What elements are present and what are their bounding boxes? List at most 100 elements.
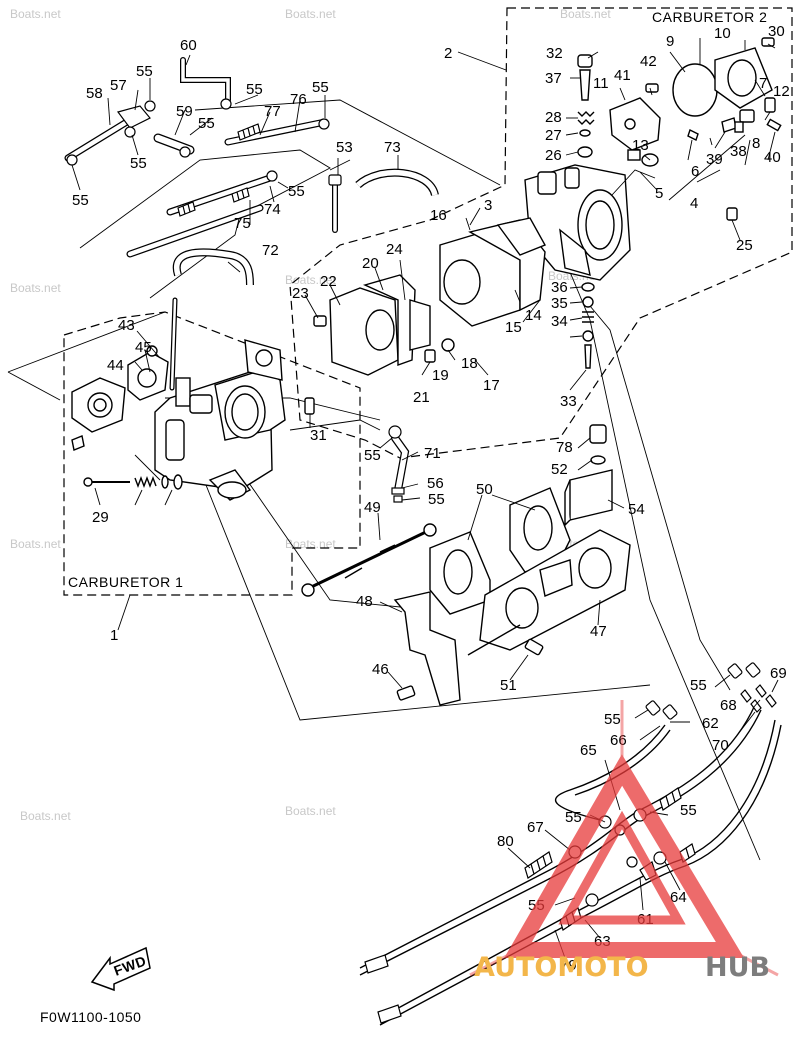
callout-79: 79 <box>560 957 577 974</box>
callout-13: 13 <box>632 137 649 154</box>
washer-52 <box>590 455 606 465</box>
watermark: Boats.net <box>285 7 336 21</box>
callout-55: 55 <box>288 183 305 200</box>
callout-42: 42 <box>640 53 657 70</box>
callout-29: 29 <box>92 509 109 526</box>
callout-55: 55 <box>690 677 707 694</box>
callout-65: 65 <box>580 742 597 759</box>
callout-19: 19 <box>432 367 449 384</box>
warning-triangle-logo <box>469 700 779 977</box>
callout-10: 10 <box>714 25 731 42</box>
pin-40 <box>766 118 782 132</box>
clamp-55 <box>645 700 661 716</box>
callout-55: 55 <box>246 81 263 98</box>
callout-27: 27 <box>545 127 562 144</box>
callout-67: 67 <box>527 819 544 836</box>
hose-fittings <box>66 98 405 503</box>
fitting-53 <box>328 174 342 186</box>
callout-78: 78 <box>556 439 573 456</box>
needle-33 <box>584 344 592 369</box>
callout-53: 53 <box>336 139 353 156</box>
callout-34: 34 <box>551 313 568 330</box>
callout-21: 21 <box>413 389 430 406</box>
callout-55: 55 <box>72 192 89 209</box>
washer-27 <box>579 129 591 137</box>
callout-12: 12 <box>773 83 790 100</box>
callout-30: 30 <box>768 23 785 40</box>
callout-49: 49 <box>364 499 381 516</box>
callout-46: 46 <box>372 661 389 678</box>
callout-7: 7 <box>759 75 767 92</box>
brand-watermark: AUTOMOTO HUB <box>469 700 779 983</box>
callout-1: 1 <box>110 627 118 644</box>
callout-40: 40 <box>764 149 781 166</box>
bolt-78 <box>589 424 607 444</box>
washer-27 <box>161 475 169 489</box>
joint-57 <box>116 105 151 129</box>
callout-36: 36 <box>551 279 568 296</box>
callout-38: 38 <box>730 143 747 160</box>
callout-6: 6 <box>691 163 699 180</box>
watermark: Boats.net <box>20 809 71 823</box>
fwd-arrow-icon <box>90 946 151 992</box>
screw-42 <box>645 83 659 93</box>
carb1-fitting <box>175 377 191 407</box>
callout-55: 55 <box>136 63 153 80</box>
brand-text-hub: HUB <box>705 952 770 983</box>
callout-47: 47 <box>590 623 607 640</box>
adjuster-68 <box>740 689 762 713</box>
callout-68: 68 <box>720 697 737 714</box>
adjuster-65 <box>659 787 682 811</box>
part-39 <box>721 117 737 133</box>
o-ring-26 <box>577 146 593 158</box>
watermark: Boats.net <box>560 7 611 21</box>
washer-36 <box>581 282 595 292</box>
callout-22: 22 <box>320 273 337 290</box>
callout-74: 74 <box>264 201 281 218</box>
callout-5: 5 <box>655 185 663 202</box>
callout-57: 57 <box>110 77 127 94</box>
callout-numbers: 1 2 3 4 5 6 7 8 9 10 11 12 13 14 15 16 1… <box>72 23 790 974</box>
screw-23 <box>313 315 327 327</box>
callout-59: 59 <box>176 103 193 120</box>
gasket-21 <box>409 299 431 351</box>
adjuster-80 <box>524 851 553 879</box>
callout-55: 55 <box>680 802 697 819</box>
o-ring-26 <box>173 474 183 490</box>
callout-35: 35 <box>551 295 568 312</box>
callout-3: 3 <box>484 197 492 214</box>
spring-34 <box>582 311 594 323</box>
callout-16: 16 <box>430 207 447 224</box>
callout-55: 55 <box>364 447 381 464</box>
callout-43: 43 <box>118 317 135 334</box>
callout-4: 4 <box>690 195 698 212</box>
callout-75: 75 <box>234 215 251 232</box>
o-ring-35 <box>582 296 594 308</box>
callout-55: 55 <box>198 115 215 132</box>
watermark: Boats.net <box>285 273 336 287</box>
clamp-55 <box>585 893 599 907</box>
callout-45: 45 <box>135 339 152 356</box>
watermark: Boats.net <box>10 7 61 21</box>
callout-11: 11 <box>593 75 609 92</box>
callout-20: 20 <box>362 255 379 272</box>
carburetor-2-label: CARBURETOR 2 <box>652 9 767 25</box>
callout-37: 37 <box>545 70 562 87</box>
callout-39: 39 <box>706 151 723 168</box>
watermark: Boats.net <box>285 537 336 551</box>
bolt-19 <box>424 349 436 363</box>
screw-30 <box>761 37 775 47</box>
spring-28 <box>134 476 157 488</box>
bolt-51 <box>524 638 544 656</box>
spring-28 <box>577 111 595 125</box>
callout-51: 51 <box>500 677 517 694</box>
clamp-55 <box>144 100 156 112</box>
callout-62: 62 <box>702 715 719 732</box>
callout-9: 9 <box>666 33 674 50</box>
part-6 <box>687 129 699 141</box>
callout-50: 50 <box>476 481 493 498</box>
group-boundaries <box>63 7 793 596</box>
callout-28: 28 <box>545 109 562 126</box>
jet-37 <box>579 69 591 101</box>
watermark: Boats.net <box>10 537 61 551</box>
